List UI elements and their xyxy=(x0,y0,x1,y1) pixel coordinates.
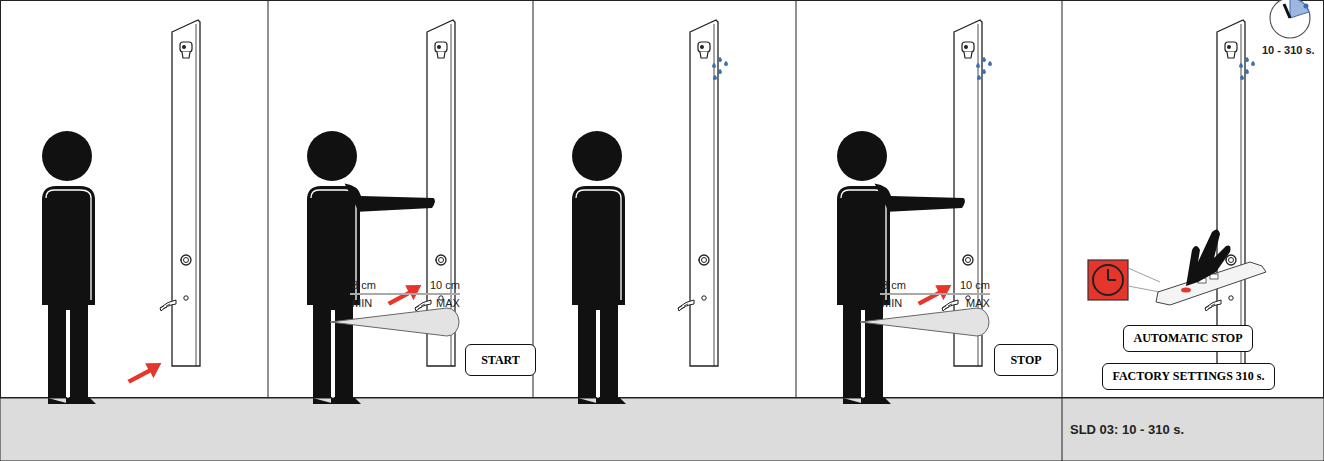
distance-label: 3 cm xyxy=(352,279,376,291)
box-text: SLD 03: 10 - 310 s. xyxy=(1070,422,1184,437)
distance-label: MIN xyxy=(882,297,902,309)
distance-label: MIN xyxy=(352,297,372,309)
distance-label: 10 cm xyxy=(430,279,460,291)
caption-band: SLD 03: 10 - 310 s. xyxy=(1062,398,1324,461)
distance-label: 3 cm xyxy=(882,279,906,291)
distance-label: MAX xyxy=(966,297,990,309)
distance-label: 10 cm xyxy=(960,279,990,291)
label-box: AUTOMATIC STOP xyxy=(1123,325,1253,352)
label-box: START xyxy=(465,344,536,376)
timer-icon xyxy=(1270,0,1310,38)
timer-setting xyxy=(1088,229,1266,305)
distance-label: MAX xyxy=(436,297,460,309)
label-box: STOP xyxy=(994,344,1058,376)
time-range: 10 - 310 s. xyxy=(1262,44,1315,56)
box-text: STOP xyxy=(1010,353,1041,368)
label-box: FACTORY SETTINGS 310 s. xyxy=(1102,363,1275,390)
box-text: START xyxy=(481,353,520,368)
box-text: AUTOMATIC STOP xyxy=(1133,331,1242,346)
box-text: FACTORY SETTINGS 310 s. xyxy=(1112,369,1264,384)
